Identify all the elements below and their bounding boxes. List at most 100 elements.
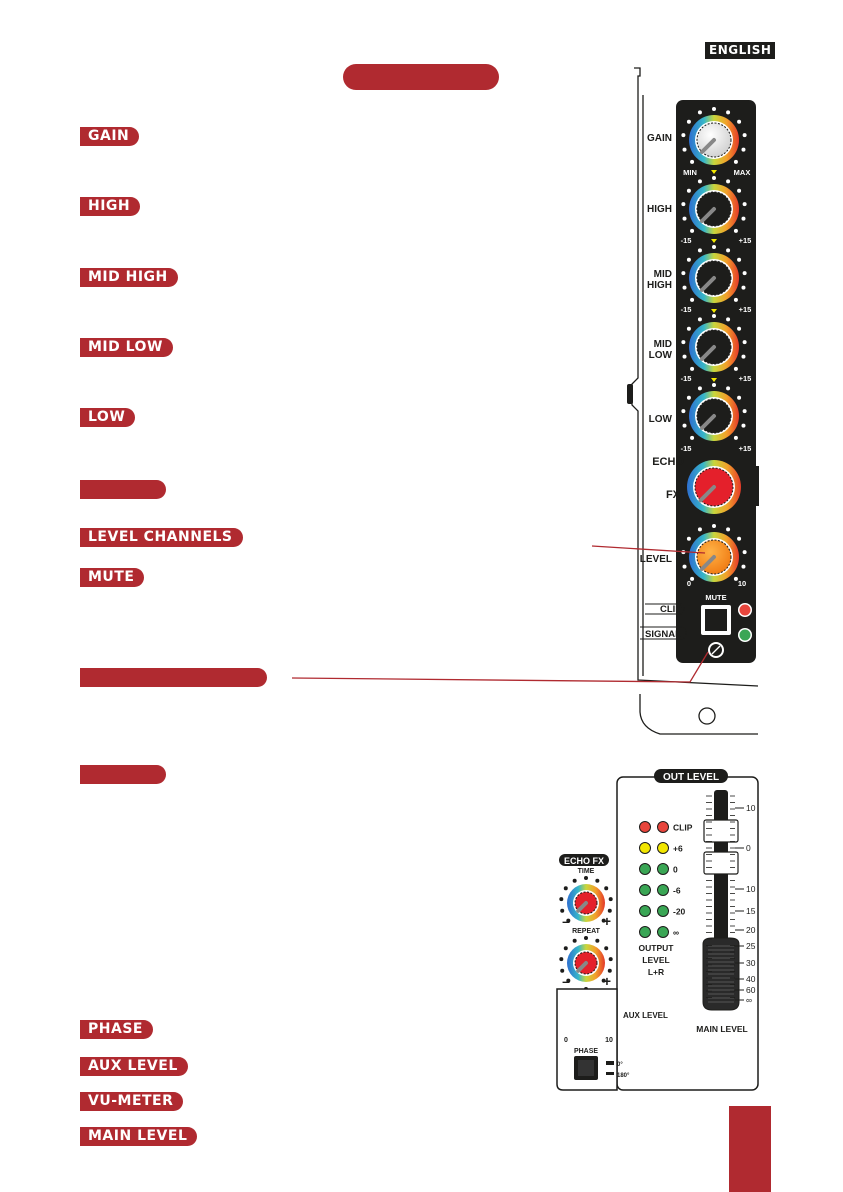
strip-signal-text: SIGNAL [645, 629, 681, 640]
svg-text:+: + [603, 973, 611, 989]
fader-scale-label: 20 [746, 925, 756, 935]
time-knob[interactable] [559, 876, 613, 923]
mid-low-label: MID LOW [80, 338, 173, 357]
page-tab [729, 1106, 771, 1192]
fader-scale-label: 60 [746, 985, 756, 995]
gain-label: GAIN [80, 127, 140, 146]
mid-high-label: MID HIGH [80, 268, 178, 287]
aux-min-text: 0 [564, 1037, 568, 1044]
strip-clip-text: CLIP [660, 604, 682, 615]
high-label: HIGH [80, 197, 141, 216]
phase-180-text: 180° [617, 1073, 630, 1079]
vu-led-left [639, 821, 651, 833]
strip-midlow-text-2: LOW [649, 350, 673, 361]
fader-scale-label: ∞ [746, 995, 752, 1005]
high-max-text: +15 [739, 236, 752, 245]
signal-led [739, 629, 751, 641]
fader-scale-label: 10 [746, 884, 756, 894]
phase-label: PHASE [80, 1020, 153, 1039]
fader-scale-label: 15 [746, 906, 756, 916]
language-badge: ENGLISH [705, 42, 776, 59]
midlow-min-text: -15 [681, 374, 692, 383]
vu-label: CLIP [673, 823, 693, 833]
vu-led-left [639, 884, 651, 896]
section-title-bar [343, 64, 499, 90]
time-text: TIME [578, 868, 595, 875]
vu-label: -20 [673, 907, 686, 917]
fader-scale-label: 0 [746, 843, 751, 853]
level-max-text: 10 [738, 579, 746, 588]
repeat-text: REPEAT [572, 928, 601, 935]
strip-high-text: HIGH [647, 204, 672, 215]
low-min-text: -15 [681, 444, 692, 453]
output-level-text-2: LEVEL [642, 955, 669, 965]
clip-led [739, 604, 751, 616]
midhigh-max-text: +15 [739, 305, 752, 314]
channel-strip-panel [676, 100, 756, 663]
midhigh-min-text: -15 [681, 305, 692, 314]
svg-text:–: – [562, 973, 570, 989]
echo-fx-title: ECHO FX [564, 856, 604, 866]
main-level-text: MAIN LEVEL [696, 1024, 747, 1034]
vu-label: ∞ [673, 928, 679, 938]
low-knob[interactable] [681, 383, 747, 441]
echo-fx-section-label [80, 765, 166, 784]
repeat-knob[interactable] [559, 936, 613, 983]
vu-led-right [657, 821, 669, 833]
vu-label: -6 [673, 886, 681, 896]
strip-midhigh-text-2: HIGH [647, 280, 672, 291]
fader-scale-label: 25 [746, 941, 756, 951]
low-label: LOW [80, 408, 136, 427]
level-knob[interactable] [681, 524, 747, 582]
vu-led-left [639, 842, 651, 854]
output-level-text-3: L+R [648, 967, 664, 977]
strip-midlow-text-1: MID [654, 339, 672, 350]
vu-led-right [657, 863, 669, 875]
gain-knob[interactable] [681, 107, 747, 165]
strip-gain-text: GAIN [647, 133, 672, 144]
echo-fx-label [80, 480, 166, 499]
strip-mute-text: MUTE [705, 593, 726, 602]
low-max-text: +15 [739, 444, 752, 453]
vu-meter-label: VU-METER [80, 1092, 184, 1111]
output-level-text-1: OUTPUT [639, 943, 675, 953]
strip-level-text: LEVEL [640, 554, 672, 565]
mute-label: MUTE [80, 568, 145, 587]
fader-scale-label: 10 [746, 803, 756, 813]
fader-scale-label: 30 [746, 958, 756, 968]
gain-max-text: MAX [734, 168, 751, 177]
level-leader-line [591, 545, 706, 554]
mid-low-knob[interactable] [681, 314, 747, 372]
vu-led-right [657, 842, 669, 854]
aux-level-text: AUX LEVEL [623, 1011, 668, 1020]
vu-label: 0 [673, 865, 678, 875]
echo-fx-knob[interactable] [687, 460, 741, 514]
level-min-text: 0 [687, 579, 691, 588]
main-level-label: MAIN LEVEL [80, 1127, 198, 1146]
led-indicators-label [80, 668, 267, 687]
svg-text:+: + [603, 913, 611, 929]
vu-led-right [657, 905, 669, 917]
vu-led-left [639, 905, 651, 917]
vu-label: +6 [673, 844, 683, 854]
level-channels-label: LEVEL CHANNELS [80, 528, 243, 547]
aux-max-text: 10 [605, 1037, 613, 1044]
mid-high-knob[interactable] [681, 245, 747, 303]
channel-chassis-outline [631, 67, 759, 735]
phase-text: PHASE [574, 1048, 598, 1055]
strip-echo-text-2: FX [666, 489, 681, 501]
vu-led-right [657, 926, 669, 938]
gain-min-text: MIN [683, 168, 697, 177]
phase-0-text: 0° [617, 1062, 623, 1068]
strip-low-text: LOW [649, 414, 673, 425]
strip-echo-text-1: ECHO [652, 456, 684, 468]
high-knob[interactable] [681, 176, 747, 234]
led-leader-line [291, 651, 709, 683]
strip-midhigh-text-1: MID [654, 269, 672, 280]
aux-level-label: AUX LEVEL [80, 1057, 188, 1076]
vu-led-left [639, 863, 651, 875]
midlow-max-text: +15 [739, 374, 752, 383]
vu-led-left [639, 926, 651, 938]
fader-scale-label: 40 [746, 974, 756, 984]
high-min-text: -15 [681, 236, 692, 245]
